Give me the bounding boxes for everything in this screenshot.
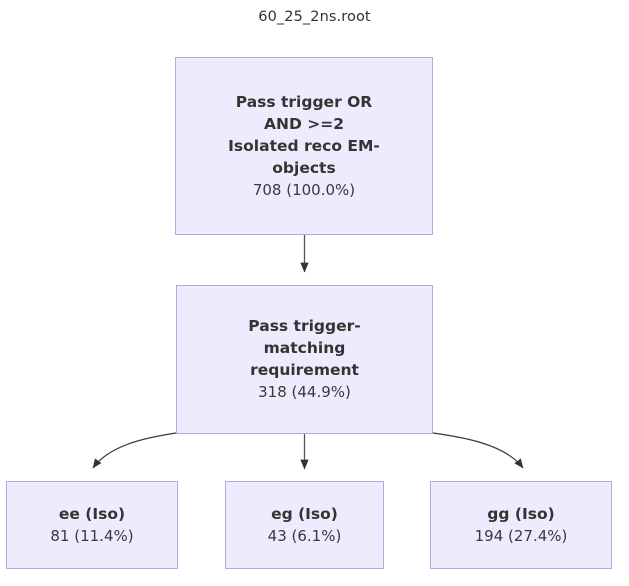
node-root-label: Pass trigger OR AND >=2 Isolated reco EM… — [228, 92, 380, 177]
node-gg[interactable]: gg (Iso) 194 (27.4%) — [430, 481, 612, 569]
node-eg[interactable]: eg (Iso) 43 (6.1%) — [225, 481, 384, 569]
node-eg-count: 43 (6.1%) — [267, 526, 342, 545]
node-ee-count: 81 (11.4%) — [50, 526, 134, 545]
node-eg-label: eg (Iso) — [271, 504, 338, 523]
edge-matched-to-gg — [432, 432, 524, 469]
node-ee-label: ee (Iso) — [58, 504, 126, 523]
node-root-count: 708 (100.0%) — [252, 180, 356, 199]
node-gg-label: gg (Iso) — [487, 504, 555, 523]
node-matched-count: 318 (44.9%) — [258, 383, 351, 402]
node-gg-count: 194 (27.4%) — [474, 526, 568, 545]
node-matched[interactable]: Pass trigger- matching requirement 318 (… — [176, 285, 433, 434]
node-matched-label: Pass trigger- matching requirement — [248, 317, 361, 380]
node-root[interactable]: Pass trigger OR AND >=2 Isolated reco EM… — [175, 57, 433, 235]
page-title: 60_25_2ns.root — [258, 9, 371, 25]
node-ee[interactable]: ee (Iso) 81 (11.4%) — [6, 481, 178, 569]
edge-matched-to-ee — [92, 432, 177, 469]
